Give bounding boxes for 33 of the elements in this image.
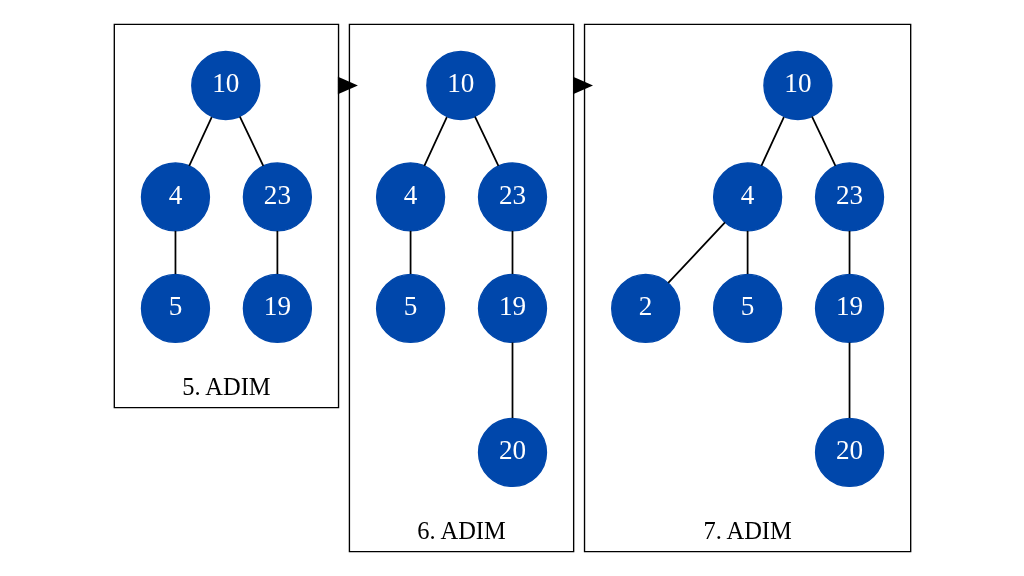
node-circle: 19 — [477, 273, 547, 344]
connector — [187, 116, 213, 167]
connector — [746, 230, 748, 275]
connector — [511, 341, 513, 419]
node-circle: 20 — [477, 417, 547, 488]
node-circle: 10 — [762, 50, 833, 121]
node-circle: 4 — [712, 162, 782, 232]
node-circle: 4 — [140, 162, 210, 232]
node-circle: 23 — [242, 162, 312, 232]
connector — [848, 230, 850, 275]
node-circle: 19 — [814, 273, 884, 344]
connector — [810, 115, 836, 167]
node-circle: 5 — [712, 273, 782, 344]
node-circle: 20 — [814, 417, 884, 488]
node-circle: 10 — [425, 50, 495, 121]
connector — [473, 115, 499, 167]
connector — [238, 115, 264, 167]
connector — [759, 116, 785, 167]
node-circle: 4 — [375, 162, 445, 232]
connector — [409, 230, 411, 275]
node-circle: 19 — [242, 273, 312, 344]
node-circle: 23 — [814, 162, 884, 232]
node-circle: 5 — [140, 273, 210, 344]
connector — [174, 230, 176, 275]
node-circle: 5 — [375, 273, 445, 344]
connector — [276, 230, 278, 275]
connector — [666, 221, 726, 284]
node-circle: 23 — [477, 162, 547, 232]
connector — [848, 341, 850, 419]
node-circle: 10 — [190, 50, 260, 121]
connector — [511, 230, 513, 275]
node-circle: 2 — [610, 273, 680, 344]
connector — [422, 116, 448, 167]
